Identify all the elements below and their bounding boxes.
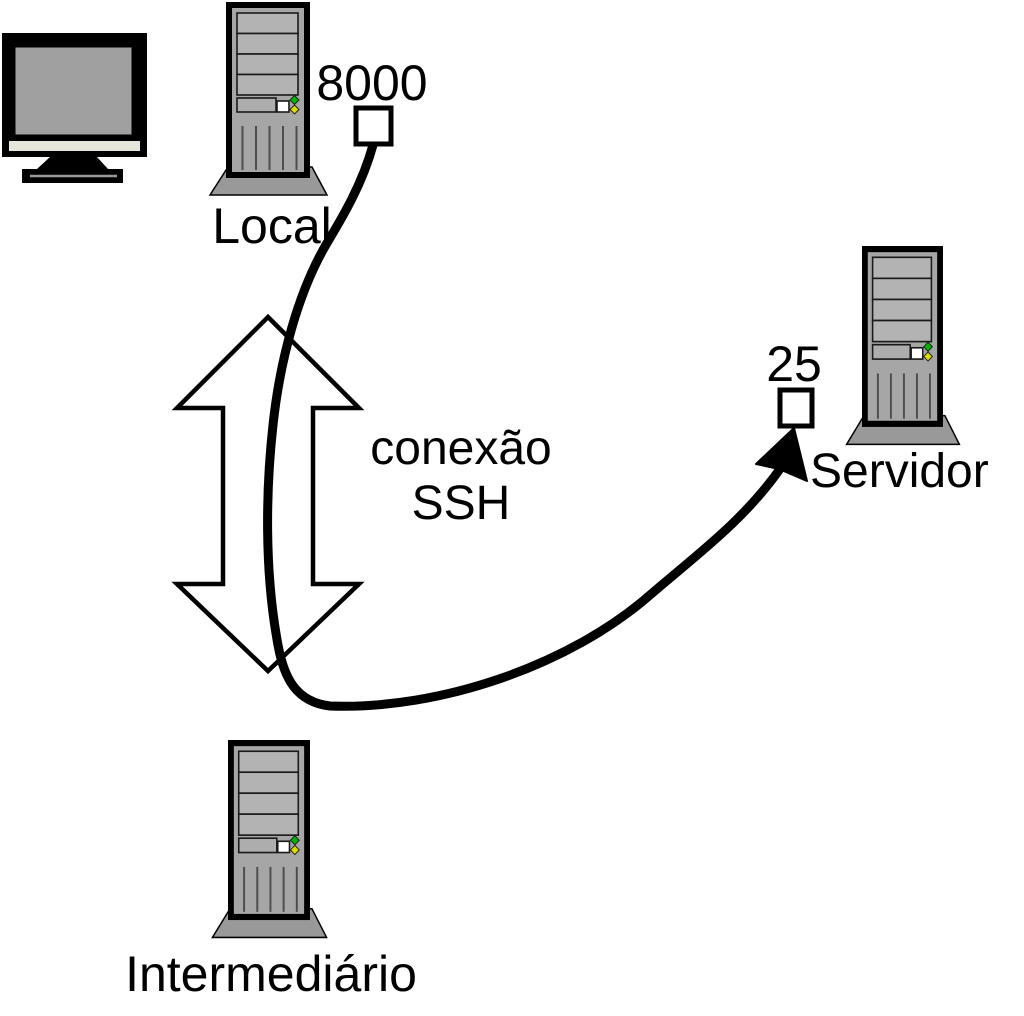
intermediario-label: Intermediário bbox=[125, 946, 417, 1002]
port-25-socket bbox=[777, 387, 815, 429]
local-label: Local bbox=[212, 198, 332, 254]
intermediary-computer-icon bbox=[211, 738, 328, 939]
server-computer-icon bbox=[845, 244, 961, 446]
local-computer-icon bbox=[209, 1, 328, 196]
port-8000-socket bbox=[353, 105, 394, 147]
cable-arrowhead-icon bbox=[755, 427, 808, 482]
port-25-label: 25 bbox=[766, 336, 822, 392]
port-8000-label: 8000 bbox=[316, 55, 427, 111]
servidor-label: Servidor bbox=[810, 445, 989, 498]
ssh-connection-label-line1: conexão bbox=[370, 422, 551, 475]
tunnel-cable-line bbox=[263, 143, 786, 711]
monitor-icon bbox=[2, 33, 147, 183]
ssh-connection-label-line2: SSH bbox=[412, 477, 511, 530]
